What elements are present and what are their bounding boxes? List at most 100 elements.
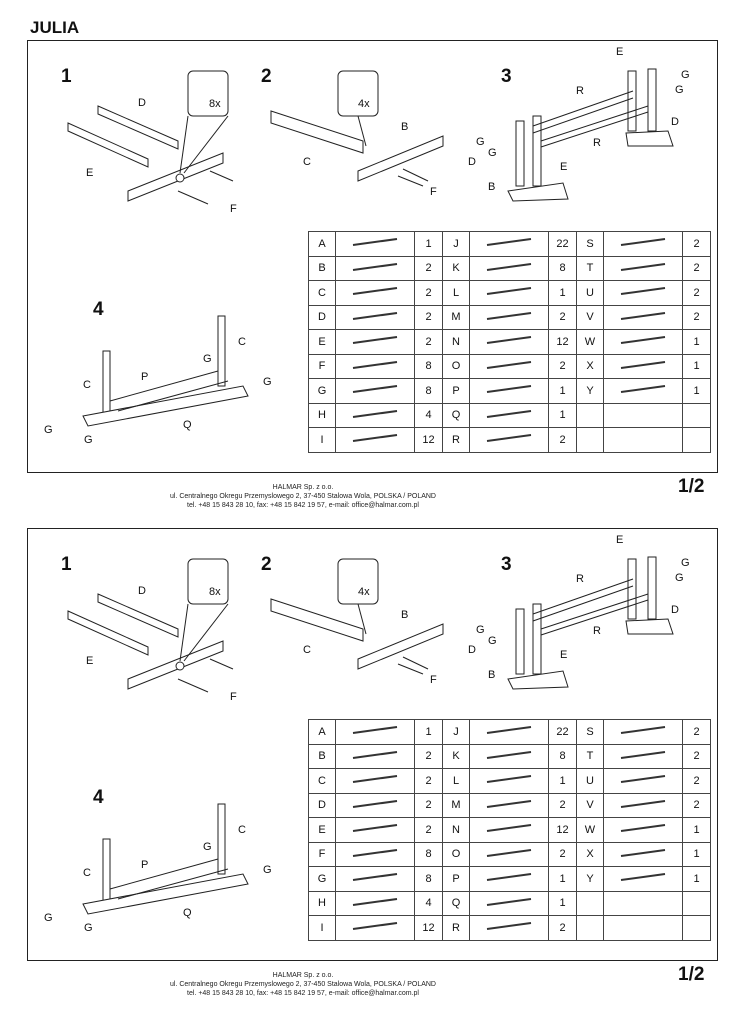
part-letter: T <box>576 743 604 769</box>
part-letter: O <box>442 841 470 867</box>
part-illustration <box>603 890 683 916</box>
part-illustration <box>335 402 415 428</box>
part-quantity: 2 <box>682 743 711 769</box>
part-letter: O <box>442 353 470 379</box>
part-letter: P <box>442 378 470 404</box>
part-illustration <box>335 280 415 306</box>
part-illustration <box>603 231 683 257</box>
part-quantity: 1 <box>682 866 711 892</box>
part-label: D <box>468 644 476 656</box>
part-label: F <box>430 674 437 686</box>
part-illustration <box>469 841 549 867</box>
part-label: P <box>141 859 149 871</box>
part-letter: U <box>576 280 604 306</box>
part-letter: W <box>576 817 604 843</box>
part-letter: E <box>308 329 336 355</box>
part-label: D <box>138 585 146 597</box>
part-label: G <box>488 635 497 647</box>
step2-drawing <box>270 558 444 675</box>
part-illustration <box>603 329 683 355</box>
part-illustration <box>469 792 549 818</box>
part-letter <box>576 890 604 916</box>
part-label: Q <box>183 907 192 919</box>
part-label: R <box>593 625 601 637</box>
part-illustration <box>603 280 683 306</box>
part-label: C <box>303 644 311 656</box>
part-label: G <box>203 353 212 365</box>
step-number: 4 <box>93 787 104 808</box>
part-quantity <box>682 915 711 941</box>
part-label: G <box>84 922 93 934</box>
part-illustration <box>603 719 683 745</box>
part-letter: F <box>308 353 336 379</box>
part-quantity: 8 <box>414 866 443 892</box>
part-quantity: 2 <box>682 280 711 306</box>
footer-contact: tel. +48 15 843 28 10, fax: +48 15 842 1… <box>187 990 419 997</box>
part-letter: G <box>308 866 336 892</box>
part-illustration <box>469 304 549 330</box>
part-letter: R <box>442 427 470 453</box>
step-number: 4 <box>93 299 104 320</box>
part-label: G <box>681 557 690 569</box>
step-number: 1 <box>61 554 72 575</box>
part-illustration <box>469 329 549 355</box>
part-letter: N <box>442 329 470 355</box>
part-label: E <box>560 161 568 173</box>
part-label: P <box>141 371 149 383</box>
part-letter: V <box>576 304 604 330</box>
part-quantity: 8 <box>548 255 577 281</box>
part-quantity: 1 <box>682 329 711 355</box>
part-letter: X <box>576 841 604 867</box>
quantity-callout: 8x <box>209 98 221 110</box>
part-letter: N <box>442 817 470 843</box>
part-label: G <box>263 864 272 876</box>
part-illustration <box>335 304 415 330</box>
part-label: G <box>84 434 93 446</box>
product-title: JULIA <box>30 18 80 37</box>
part-quantity: 2 <box>414 329 443 355</box>
part-letter: U <box>576 768 604 794</box>
part-letter: Y <box>576 866 604 892</box>
part-letter: J <box>442 719 470 745</box>
part-label: B <box>401 121 409 133</box>
part-label: E <box>86 167 94 179</box>
part-letter: Q <box>442 890 470 916</box>
footer-address: ul. Centralnego Okregu Przemyslowego 2, … <box>169 981 436 988</box>
part-quantity: 2 <box>414 304 443 330</box>
part-quantity: 2 <box>414 255 443 281</box>
part-illustration <box>469 402 549 428</box>
part-label: G <box>44 424 53 436</box>
part-letter: H <box>308 402 336 428</box>
part-illustration <box>603 353 683 379</box>
part-label: G <box>203 841 212 853</box>
part-illustration <box>603 402 683 428</box>
part-quantity: 1 <box>682 841 711 867</box>
part-letter: W <box>576 329 604 355</box>
part-letter: J <box>442 231 470 257</box>
part-illustration <box>335 743 415 769</box>
part-quantity: 2 <box>414 768 443 794</box>
part-label: F <box>430 186 437 198</box>
quantity-callout: 8x <box>209 586 221 598</box>
part-illustration <box>469 255 549 281</box>
part-illustration <box>603 768 683 794</box>
part-quantity: 1 <box>548 280 577 306</box>
part-quantity: 2 <box>548 915 577 941</box>
part-letter: I <box>308 915 336 941</box>
part-letter: M <box>442 792 470 818</box>
part-illustration <box>603 255 683 281</box>
part-letter: E <box>308 817 336 843</box>
part-label: R <box>576 573 584 585</box>
part-label: G <box>681 69 690 81</box>
part-label: C <box>238 824 246 836</box>
part-letter: Y <box>576 378 604 404</box>
part-quantity: 12 <box>548 817 577 843</box>
part-illustration <box>469 427 549 453</box>
part-quantity: 22 <box>548 719 577 745</box>
part-illustration <box>603 915 683 941</box>
part-label: C <box>83 379 91 391</box>
